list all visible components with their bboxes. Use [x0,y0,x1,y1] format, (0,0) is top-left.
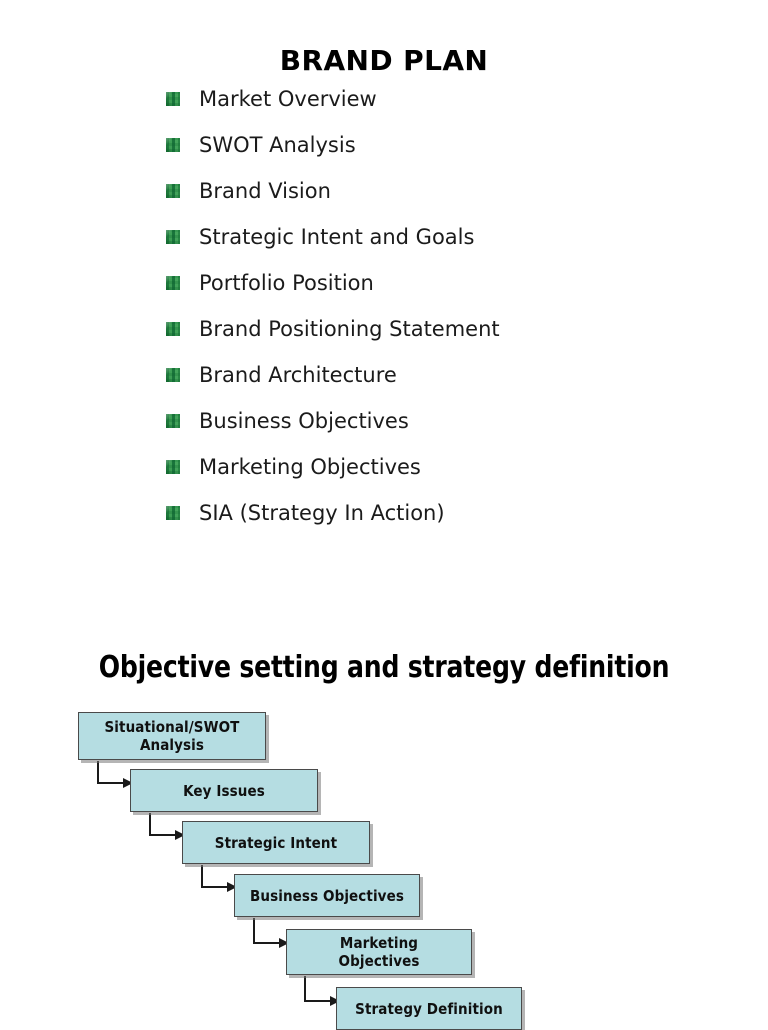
flow-box: Situational/SWOT Analysis [78,712,266,760]
flow-connector-arrow-icon [149,813,185,840]
section-title: Objective setting and strategy definitio… [98,649,670,685]
agenda-item: Brand Vision [166,177,746,223]
agenda-item: SIA (Strategy In Action) [166,499,746,545]
agenda-item-label: Brand Vision [199,179,331,203]
agenda-item-label: Marketing Objectives [199,455,421,479]
agenda-item: Brand Architecture [166,361,746,407]
agenda-item-label: SWOT Analysis [199,133,356,157]
agenda-item-label: Portfolio Position [199,271,374,295]
green-square-bullet-icon [166,92,180,106]
agenda-item-label: SIA (Strategy In Action) [199,501,445,525]
agenda-item-label: Brand Positioning Statement [199,317,500,341]
flow-connector-arrow-icon [97,761,133,788]
agenda-item-label: Brand Architecture [199,363,397,387]
flow-box: Strategic Intent [182,821,370,864]
green-square-bullet-icon [166,506,180,520]
agenda-item: Marketing Objectives [166,453,746,499]
flow-box: Strategy Definition [336,987,522,1030]
flow-connector-arrow-icon [201,865,237,892]
page-title: BRAND PLAN [279,43,489,77]
agenda-item: Strategic Intent and Goals [166,223,746,269]
flow-box: Marketing Objectives [286,929,472,975]
flow-connector-arrow-icon [253,918,289,948]
green-square-bullet-icon [166,368,180,382]
green-square-bullet-icon [166,322,180,336]
green-square-bullet-icon [166,138,180,152]
flow-box: Key Issues [130,769,318,812]
objective-setting-slide: Objective setting and strategy definitio… [0,600,768,1030]
agenda-item: SWOT Analysis [166,131,746,177]
agenda-item: Brand Positioning Statement [166,315,746,361]
agenda-item-label: Market Overview [199,87,377,111]
flow-box-label: Key Issues [183,781,265,800]
agenda-item-label: Business Objectives [199,409,409,433]
green-square-bullet-icon [166,414,180,428]
green-square-bullet-icon [166,460,180,474]
agenda-item: Business Objectives [166,407,746,453]
flow-connector-arrow-icon [304,976,340,1006]
green-square-bullet-icon [166,276,180,290]
agenda-item: Market Overview [166,85,746,131]
agenda-item: Portfolio Position [166,269,746,315]
green-square-bullet-icon [166,184,180,198]
agenda-item-label: Strategic Intent and Goals [199,225,475,249]
flow-box-label: Strategy Definition [355,999,503,1018]
flow-box-label: Marketing Objectives [338,934,420,970]
flow-box-label: Strategic Intent [214,833,338,852]
green-square-bullet-icon [166,230,180,244]
flow-box-label: Situational/SWOT Analysis [104,718,240,754]
flow-box: Business Objectives [234,874,420,917]
flow-box-label: Business Objectives [250,886,404,905]
